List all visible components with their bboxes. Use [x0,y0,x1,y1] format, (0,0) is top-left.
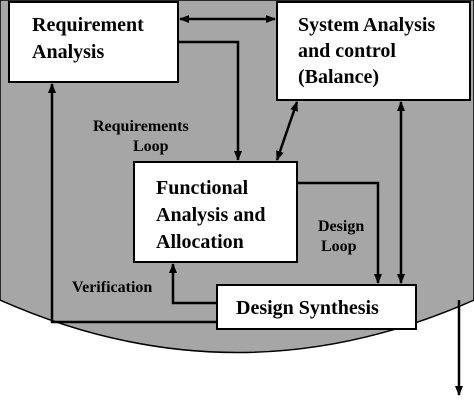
system-functional-link-arrow [275,101,299,161]
verification-arrow [169,263,217,305]
design-loop-arrow [297,181,382,284]
design-synthesis-label: Design Synthesis [236,297,379,319]
functional-analysis-label-line1: Functional [156,177,249,199]
design-loop-label-line1: Design [318,218,364,235]
functional-analysis-box[interactable] [133,161,298,263]
requirement-feedback-arrow [48,83,217,324]
design-loop-label-line2: Loop [321,238,357,255]
system-analysis-label-line1: System Analysis [298,14,435,36]
requirement-analysis-label-line2: Analysis [32,41,104,63]
requirements-loop-arrow [178,40,242,161]
functional-analysis-label-line2: Analysis and [156,204,266,226]
design-synthesis-box[interactable] [216,284,417,330]
verification-label: Verification [72,279,152,296]
system-analysis-label-line2: and control [298,40,396,62]
requirement-analysis-label-line1: Requirement [32,14,144,36]
requirements-loop-label-line2: Loop [133,138,169,155]
system-analysis-box[interactable] [276,1,471,101]
system-analysis-label-line3: (Balance) [298,66,379,88]
requirement-analysis-box[interactable] [8,1,179,83]
functional-analysis-label-line3: Allocation [156,231,244,253]
requirements-loop-label-line1: Requirements [93,118,189,135]
